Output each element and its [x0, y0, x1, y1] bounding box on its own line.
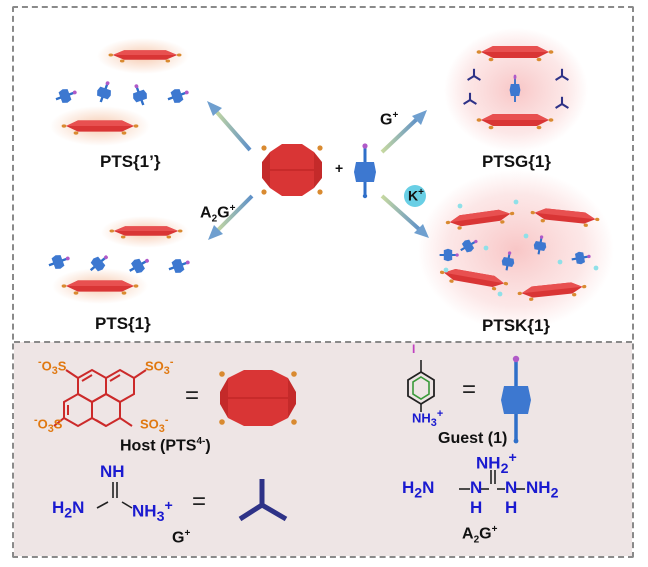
guanidinium-bonds: [96, 482, 133, 509]
guest-structure: [407, 360, 435, 412]
host-label: Host (PTS4-): [120, 436, 211, 455]
nh3-label: NH3+: [412, 408, 444, 429]
cation-icon: [238, 479, 288, 522]
reaction-arrows: [207, 101, 429, 240]
g-plus-label: G+: [172, 528, 191, 547]
so3-top-right: SO3-: [145, 356, 174, 377]
so3-bottom-right: SO3-: [140, 414, 169, 435]
so3-bottom-left: -O3S: [34, 414, 63, 435]
nh2-right: NH2: [526, 478, 559, 502]
nh2-plus-top: NH2+: [476, 450, 517, 478]
equals-host: =: [185, 382, 200, 409]
arrow-to-ptsk: [380, 194, 422, 232]
a2g-legend-label: A2G+: [462, 524, 498, 546]
panel-divider: [14, 341, 632, 343]
so3-top-left: -O3S: [38, 356, 67, 377]
aminoguanidine-bonds: [459, 470, 525, 490]
figure-frame: [12, 6, 634, 558]
a2g-arrow-label: A2G+: [200, 203, 236, 225]
equals-cation: =: [192, 488, 207, 515]
nh3-plus-label: NH3+: [132, 498, 173, 526]
h-right: H: [505, 498, 518, 517]
iodine-label: I: [412, 342, 416, 356]
pts1-label: PTS{1}: [95, 314, 151, 333]
pts1-prime-label: PTS{1’}: [100, 152, 161, 171]
h2n-left: H2N: [402, 478, 435, 502]
ptsk-assembly: [438, 199, 600, 303]
h-left: H: [470, 498, 483, 517]
g-arrow-label: G+: [380, 110, 399, 129]
guest-label: Guest (1): [438, 430, 508, 447]
ptsg-label: PTSG{1}: [482, 152, 551, 171]
arrow-to-ptsg: [380, 116, 420, 154]
guest-icon: [501, 355, 531, 444]
arrow-to-pts1-prime: [213, 108, 252, 152]
k-ion-label: K+: [408, 187, 424, 204]
arrow-to-pts1: [214, 194, 254, 234]
k-ion-badge: [404, 185, 426, 207]
equals-guest: =: [462, 376, 477, 403]
nh-label: NH: [100, 462, 125, 481]
plus-sign: +: [335, 160, 344, 176]
host-icon: [219, 370, 297, 426]
h2n-label: H2N: [52, 498, 85, 522]
pts-structure: [53, 368, 147, 428]
central-reactants: [261, 143, 376, 199]
n-center-left: N: [470, 478, 483, 497]
ptsk-label: PTSK{1}: [482, 316, 551, 335]
n-center-right: N: [505, 478, 518, 497]
